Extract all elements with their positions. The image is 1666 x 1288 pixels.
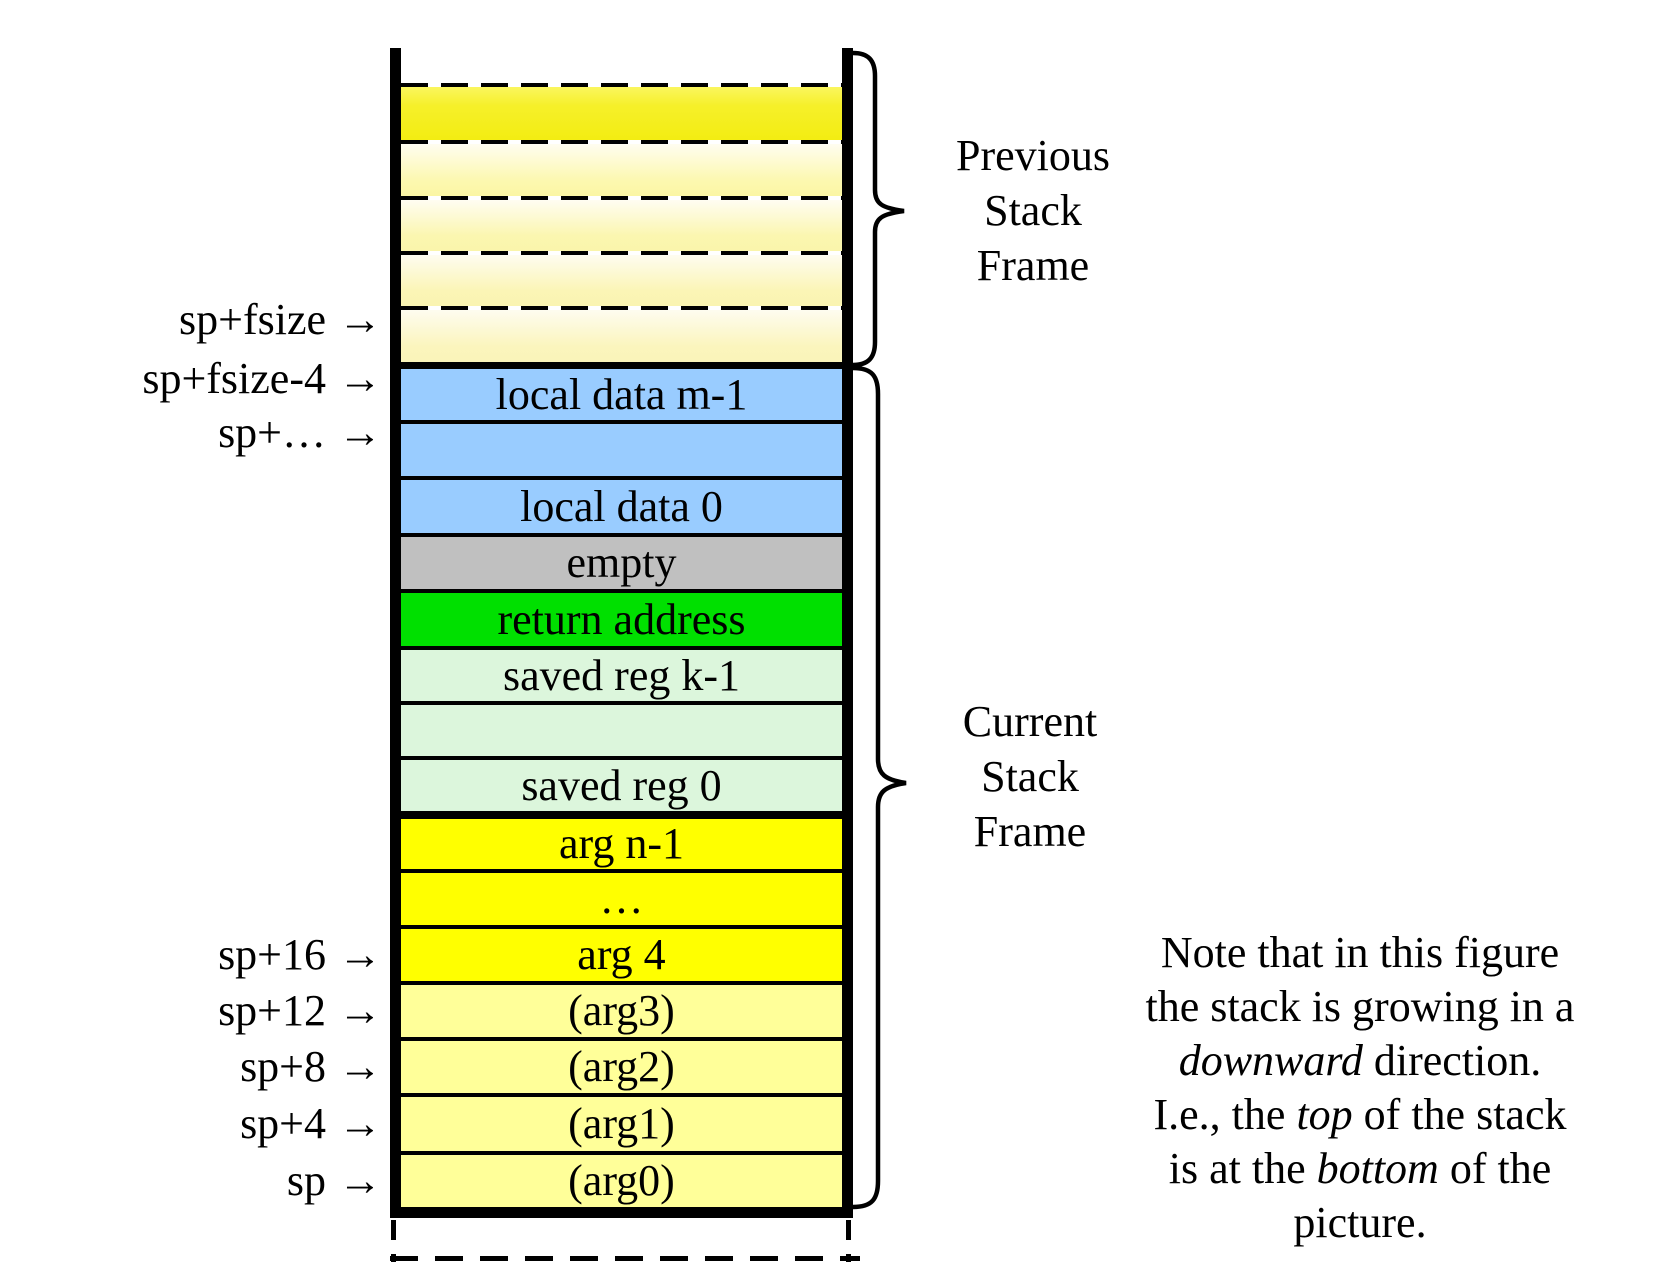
label-line: Stack	[981, 752, 1079, 801]
right-arrow-icon: →	[338, 986, 382, 1035]
label-text: sp+16	[218, 930, 326, 979]
label-text: sp	[286, 1156, 326, 1205]
stack-top-open-space	[401, 48, 842, 83]
current-stack-frame-label: Current Stack Frame	[925, 694, 1135, 859]
growth-direction-note: Note that in this figure the stack is gr…	[1060, 926, 1660, 1250]
right-arrow-icon: →	[338, 1099, 382, 1148]
note-line: the stack is growing in a	[1145, 982, 1575, 1031]
right-arrow-icon: →	[338, 930, 382, 979]
row-local-data-m-1: local data m-1	[401, 369, 842, 420]
previous-frame-band	[401, 144, 842, 196]
current-frame-brace	[850, 365, 907, 1210]
label-line: Current	[962, 697, 1098, 746]
row-arg-n-1: arg n-1	[401, 811, 842, 869]
note-line: picture.	[1293, 1198, 1427, 1247]
label-sp-4: sp+4→	[0, 1099, 382, 1149]
row-arg0: (arg0)	[401, 1151, 842, 1207]
label-sp-12: sp+12→	[0, 986, 382, 1036]
label-text: sp+fsize	[179, 295, 326, 344]
frame-divider-dashed-line	[401, 83, 842, 87]
note-line: is at the bottom of the	[1168, 1144, 1552, 1193]
row-empty: empty	[401, 533, 842, 589]
label-sp-8: sp+8→	[0, 1042, 382, 1092]
frame-divider-dashed-line	[401, 251, 842, 255]
label-text: sp+8	[240, 1042, 326, 1091]
label-sp: sp→	[0, 1156, 382, 1206]
label-line: Previous	[956, 131, 1110, 180]
label-line: Frame	[976, 241, 1090, 290]
label-text: sp+…	[218, 408, 326, 457]
frame-divider-dashed-line	[401, 306, 842, 310]
row-saved-reg-k-1: saved reg k-1	[401, 646, 842, 701]
right-arrow-icon: →	[338, 354, 382, 403]
label-sp-fsize-4: sp+fsize-4→	[0, 354, 382, 404]
row-arg3: (arg3)	[401, 981, 842, 1037]
note-line: I.e., the top of the stack	[1153, 1090, 1567, 1139]
right-arrow-icon: →	[338, 1042, 382, 1091]
row-saved-reg-blank	[401, 701, 842, 756]
stack-continuation-dashed-right	[846, 1220, 851, 1262]
frame-divider-dashed-line	[401, 140, 842, 144]
row-saved-reg-0: saved reg 0	[401, 756, 842, 811]
note-line: downward direction.	[1178, 1036, 1542, 1085]
row-arg1: (arg1)	[401, 1093, 842, 1151]
row-arg-4: arg 4	[401, 925, 842, 981]
right-arrow-icon: →	[338, 295, 382, 344]
label-text: sp+12	[218, 986, 326, 1035]
right-arrow-icon: →	[338, 1156, 382, 1205]
previous-frame-band	[401, 255, 842, 306]
stack-box: local data m-1 local data 0 empty return…	[390, 48, 853, 1218]
row-local-data-0: local data 0	[401, 476, 842, 533]
previous-stack-frame-label: Previous Stack Frame	[928, 128, 1138, 293]
stack-continuation-dashed-left	[391, 1220, 396, 1262]
label-line: Stack	[984, 186, 1082, 235]
frame-divider-dashed-line	[401, 196, 842, 200]
label-sp-16: sp+16→	[0, 930, 382, 980]
row-arg-ellipsis: …	[401, 869, 842, 925]
previous-frame-band	[401, 310, 842, 362]
label-line: Frame	[973, 807, 1087, 856]
previous-frame-band	[401, 87, 842, 140]
previous-frame-brace	[850, 50, 905, 368]
label-text: sp+fsize-4	[142, 354, 326, 403]
label-sp-fsize: sp+fsize→	[0, 295, 382, 345]
row-arg2: (arg2)	[401, 1037, 842, 1093]
right-arrow-icon: →	[338, 408, 382, 457]
row-local-data-blank	[401, 420, 842, 476]
previous-stack-frame-region	[401, 48, 842, 369]
stack-continuation-dashed-bottom	[390, 1256, 860, 1261]
label-text: sp+4	[240, 1099, 326, 1148]
previous-frame-band	[401, 200, 842, 251]
note-line: Note that in this figure	[1160, 928, 1560, 977]
label-sp-dots: sp+…→	[0, 408, 382, 458]
row-return-address: return address	[401, 589, 842, 646]
